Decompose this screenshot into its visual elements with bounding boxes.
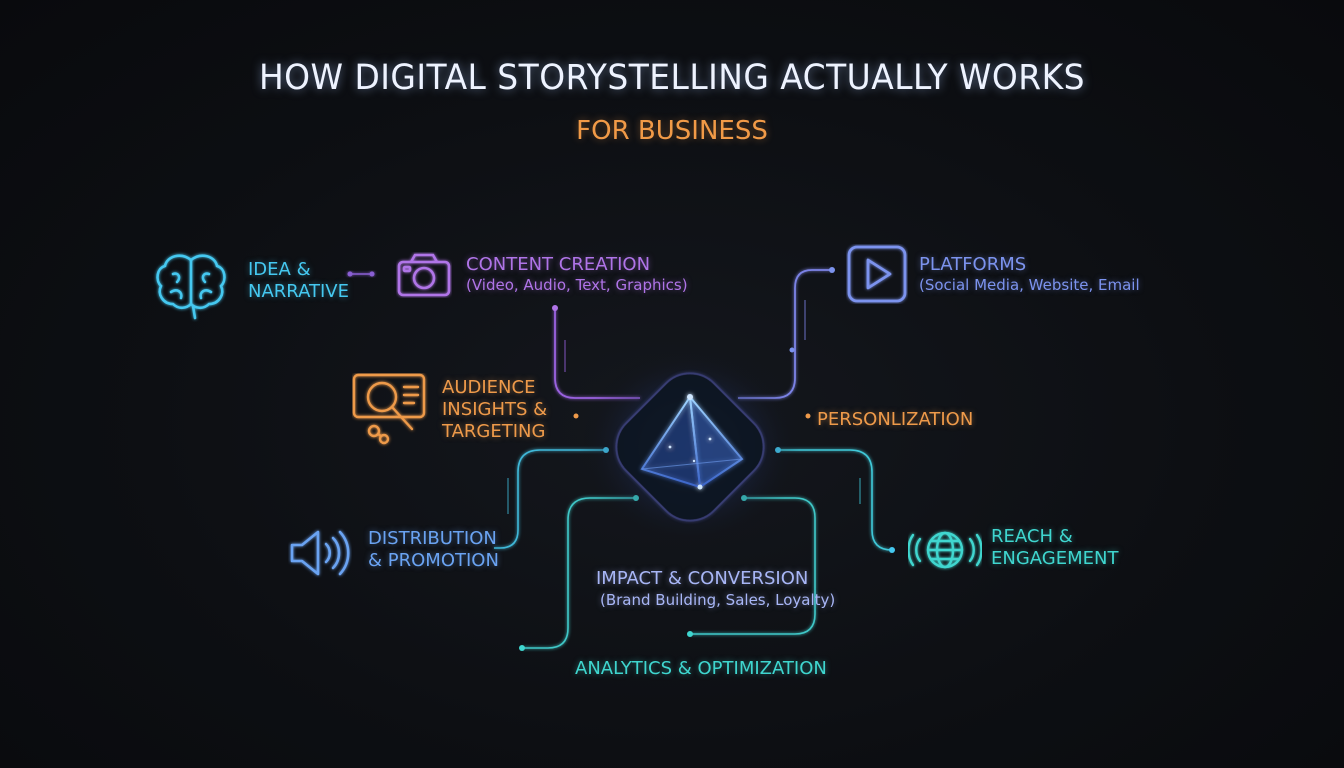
analytics-optimization-label: ANALYTICS & OPTIMIZATION [575,658,827,679]
connector-idea-content [347,271,375,277]
brain-icon [156,254,226,320]
camera-icon [397,253,451,297]
speaker-icon [290,530,350,576]
content-creation-label: CONTENT CREATION [466,254,651,275]
platforms-detail: (Social Media, Website, Email [919,276,1140,294]
content-creation-detail: (Video, Audio, Text, Graphics) [466,276,688,294]
play-icon [847,245,907,303]
connector-center-distribution [494,449,604,549]
idea-narrative-label: IDEA & NARRATIVE [248,259,349,302]
page-subtitle: FOR BUSINESS [576,116,768,146]
personalization-label: PERSONLIZATION [817,409,974,430]
connector-content-center [554,308,640,399]
impact-conversion-label: IMPACT & CONVERSION [596,568,809,589]
connector-center-analytics-left [522,497,636,649]
globe-icon [908,531,982,569]
connector-center-analytics-right [690,497,816,635]
platforms-label: PLATFORMS [919,254,1027,275]
distribution-promotion-label: DISTRIBUTION & PROMOTION [368,528,499,571]
reach-engagement-label: REACH & ENGAGEMENT [991,526,1119,569]
pyramid-icon [640,393,744,490]
connector-center-reach [778,449,893,551]
impact-conversion-detail: (Brand Building, Sales, Loyalty) [600,591,836,609]
magnifier-icon [352,373,426,445]
audience-insights-label: AUDIENCE INSIGHTS & TARGETING [442,377,548,442]
page-title: HOW DIGITAL STORYSTELLING ACTUALLY WORKS [258,58,1086,98]
